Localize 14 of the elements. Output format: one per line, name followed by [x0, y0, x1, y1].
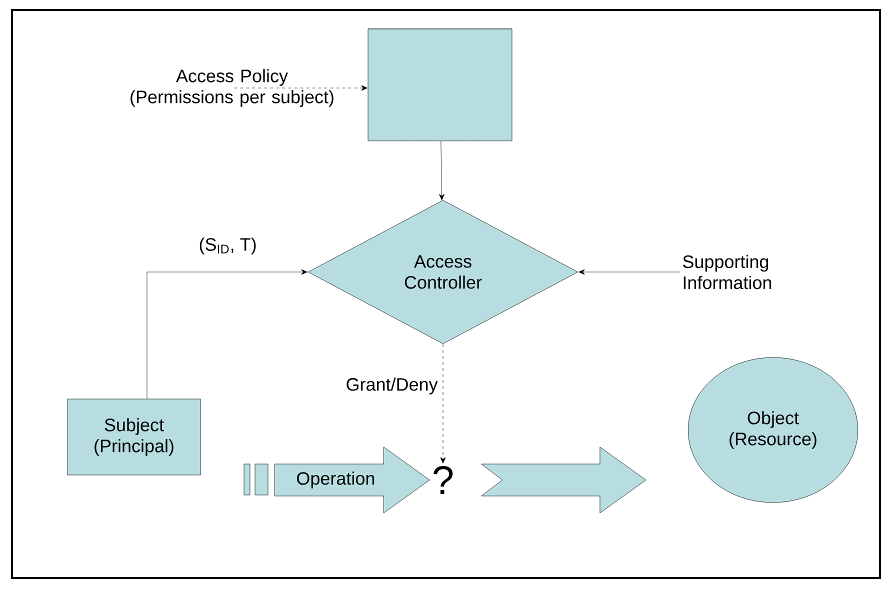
- edge-label: (S$_{ID}$, T): [198, 236, 258, 256]
- block-arrow: [481, 446, 646, 514]
- question-mark: ?: [434, 466, 453, 494]
- database-cylinder: [368, 28, 512, 142]
- note-text: Supporting Information: [683, 254, 772, 290]
- arrow: [146, 269, 308, 399]
- process-box: Subject (Principal): [67, 398, 201, 476]
- note-text: Access Policy (Permissions per subject): [130, 69, 334, 107]
- arrow: [440, 344, 446, 464]
- arrow-label: Operation: [295, 470, 376, 490]
- arrow: [578, 269, 680, 275]
- arrow: [234, 85, 368, 91]
- edge-label: Grant/Deny: [344, 376, 439, 396]
- arrow: [439, 140, 444, 200]
